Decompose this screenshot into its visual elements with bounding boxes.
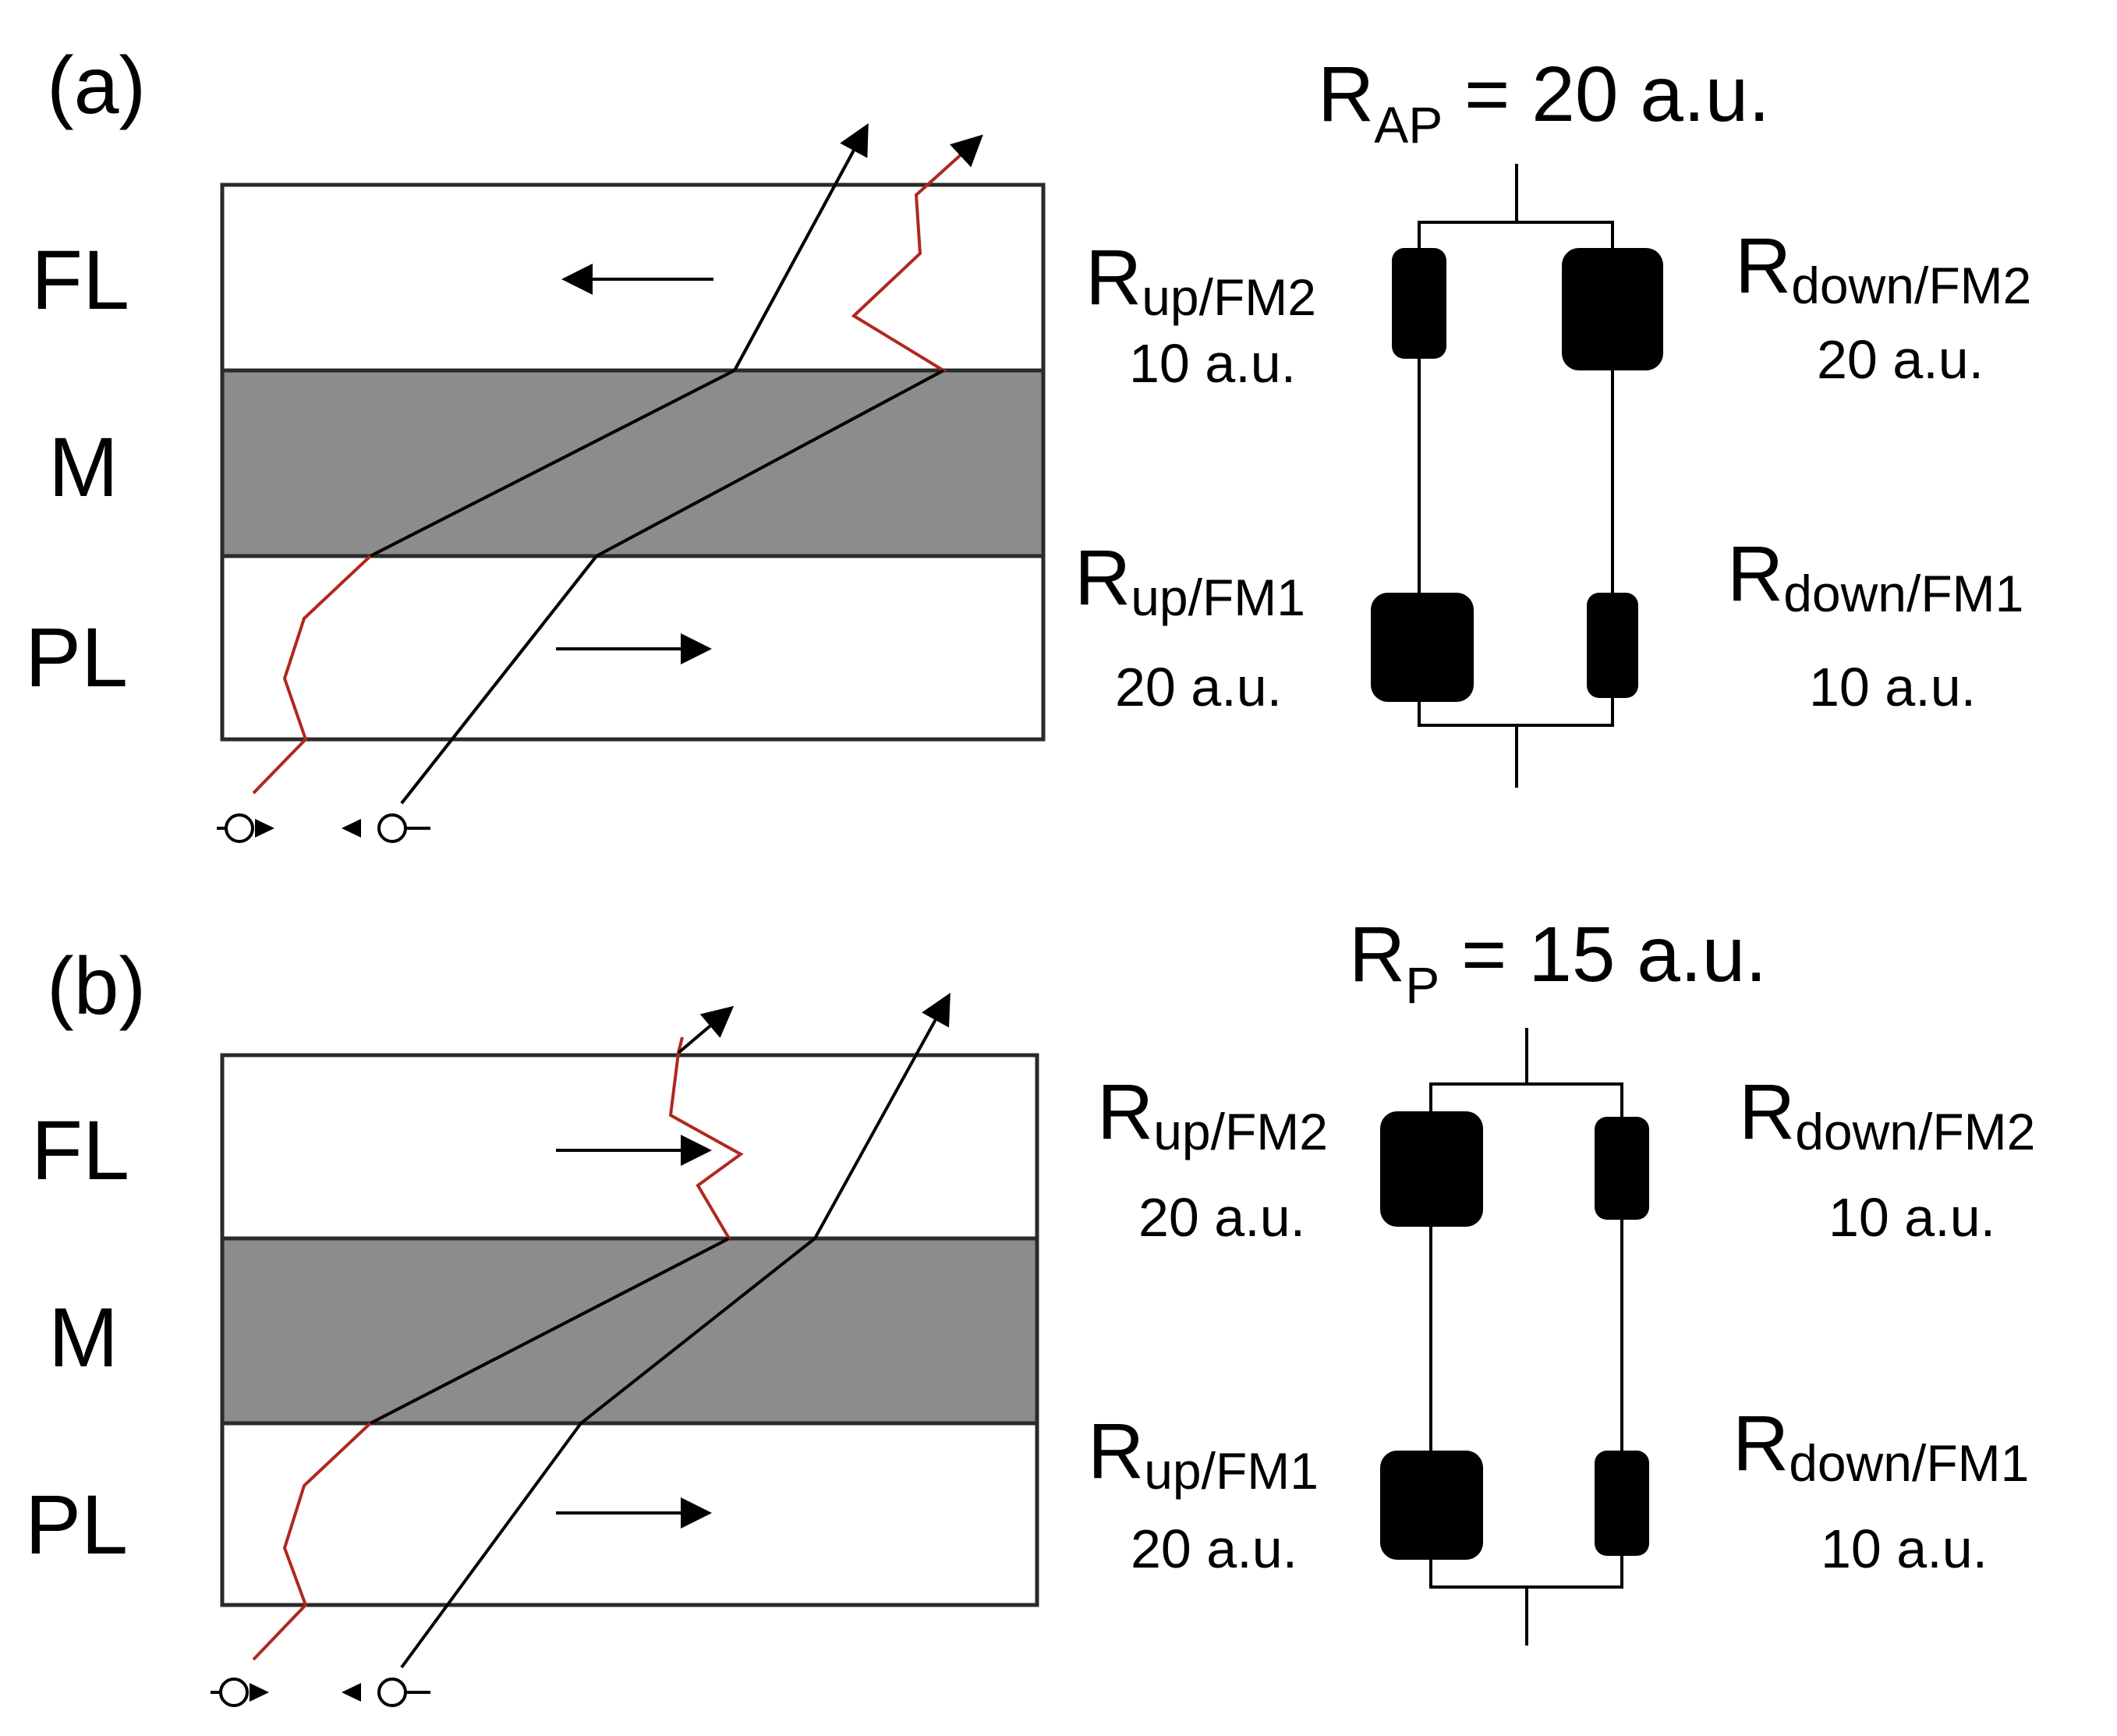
panel-a-value-down-fm1: 10 a.u.	[1809, 657, 1976, 717]
panel-b-fl-label: FL	[31, 1103, 129, 1197]
panel-a-resistor-up-fm1	[1371, 593, 1474, 702]
panel-a-m-label: M	[48, 420, 119, 514]
panel-b-label-down-fm2: Rdown/FM2	[1739, 1068, 2035, 1160]
panel-a-fl-label: FL	[31, 232, 129, 327]
panel-b-resistor-down-fm2	[1595, 1117, 1649, 1220]
panel-b-value-up-fm1: 20 a.u.	[1131, 1518, 1297, 1579]
panel-b-value-up-fm2: 20 a.u.	[1138, 1187, 1305, 1248]
panel-b-label-down-fm1: Rdown/FM1	[1733, 1400, 2029, 1492]
panel-b-value-down-fm1: 10 a.u.	[1821, 1518, 1988, 1579]
panel-a-label-down-fm2: Rdown/FM2	[1735, 222, 2031, 314]
panel-b: (b) FL M PL RP = 15 a.u.	[25, 911, 2035, 1707]
panel-a-value-up-fm2: 10 a.u.	[1129, 333, 1296, 394]
panel-b-direct-path	[400, 992, 951, 1669]
panel-b-layer-stack	[220, 1053, 1039, 1607]
panel-b-m-label: M	[48, 1290, 119, 1384]
panel-a-direct-path-pl	[400, 554, 598, 805]
panel-a-label-down-fm1: Rdown/FM1	[1727, 530, 2023, 622]
panel-b-pl-label: PL	[25, 1477, 128, 1571]
panel-b-barrier-crossing-1	[370, 1237, 730, 1425]
panel-b-barrier-layer	[220, 1236, 1039, 1426]
panel-a-spin-up-electron-icon	[217, 813, 274, 843]
panel-a-layer-stack	[220, 182, 1046, 742]
panel-b-label-up-fm1: Rup/FM1	[1088, 1408, 1319, 1500]
panel-a-value-down-fm2: 20 a.u.	[1817, 329, 1984, 390]
panel-a-total-resistance: RAP = 20 a.u.	[1318, 51, 1770, 154]
panel-a-barrier-crossing-2	[596, 369, 944, 558]
panel-a-resistor-up-fm2	[1392, 248, 1446, 359]
panel-b-spin-up-electron-icon	[211, 1678, 269, 1707]
panel-a-resistor-down-fm1	[1587, 593, 1638, 698]
panel-a-barrier-layer	[220, 368, 1046, 558]
panel-b-total-resistance: RP = 15 a.u.	[1349, 911, 1767, 1014]
panel-a-label: (a)	[47, 41, 146, 131]
panel-b-resistor-down-fm1	[1595, 1451, 1649, 1556]
panel-a-exit-arrow-1	[733, 122, 869, 371]
panel-a-label-up-fm1: Rup/FM1	[1074, 534, 1305, 626]
panel-b-resistor-up-fm2	[1380, 1111, 1483, 1227]
panel-b-free-layer	[220, 1053, 1039, 1241]
panel-b-spin-down-electron-icon	[342, 1678, 430, 1707]
panel-a-label-up-fm2: Rup/FM2	[1085, 234, 1316, 326]
panel-a-barrier-crossing-1	[370, 369, 735, 558]
panel-a-exit-arrow-2	[949, 134, 983, 168]
panel-b-value-down-fm2: 10 a.u.	[1828, 1187, 1995, 1248]
panel-a-resistor-down-fm2	[1562, 248, 1663, 370]
panel-b-label: (b)	[47, 941, 146, 1032]
panel-a: (a) FL M PL RA	[25, 41, 2031, 843]
panel-b-exit-arrow-1	[677, 1005, 735, 1054]
panel-b-resistor-up-fm1	[1380, 1451, 1483, 1560]
panel-b-label-up-fm2: Rup/FM2	[1097, 1068, 1328, 1160]
panel-a-value-up-fm1: 20 a.u.	[1115, 657, 1282, 717]
panel-a-spin-down-electron-icon	[342, 813, 430, 843]
panel-a-pl-label: PL	[25, 610, 128, 704]
